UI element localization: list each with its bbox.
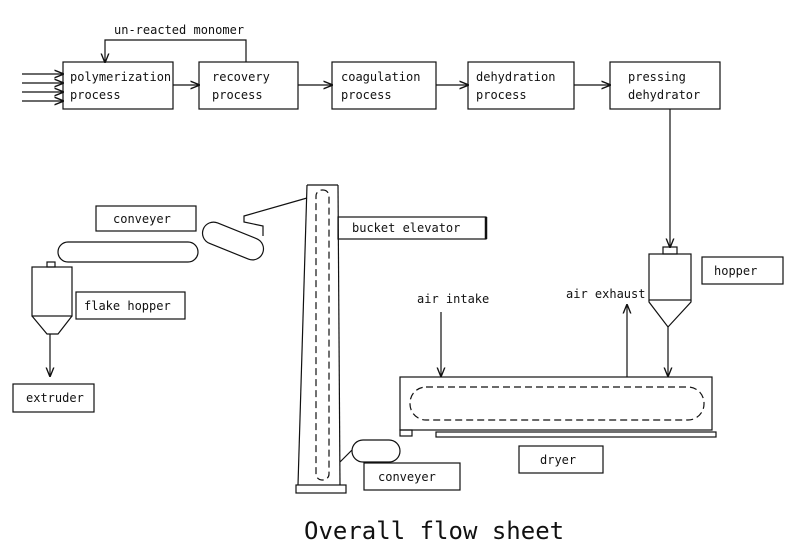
- hopper-label: hopper: [714, 264, 757, 278]
- coagulation-label-2: process: [341, 88, 392, 102]
- bottom-conveyer: [351, 439, 401, 463]
- bottom-conveyer-label-box: conveyer: [363, 462, 461, 491]
- dryer-label: dryer: [540, 453, 576, 467]
- dehydration-label-2: process: [476, 88, 527, 102]
- air-exhaust: air exhaust: [566, 287, 645, 377]
- polymerization-label-1: polymerization: [70, 70, 171, 84]
- flake-hopper-label-box: flake hopper: [75, 291, 186, 320]
- top-conveyer-label: conveyer: [113, 212, 171, 226]
- hopper-vessel: [648, 246, 692, 376]
- pressing-dehydrator-box: pressing dehydrator: [609, 61, 721, 110]
- bottom-conveyer-label: conveyer: [378, 470, 436, 484]
- dryer-label-box: dryer: [518, 445, 604, 474]
- flake-hopper-vessel: [31, 261, 73, 376]
- air-exhaust-label: air exhaust: [566, 287, 645, 301]
- extruder-box: extruder: [12, 383, 95, 413]
- bucket-elevator: [243, 184, 353, 494]
- polymerization-process-box: polymerization process: [62, 61, 174, 110]
- extruder-label: extruder: [26, 391, 84, 405]
- unreacted-monomer-recycle-line: un-reacted monomer: [105, 23, 247, 62]
- air-intake-label: air intake: [417, 292, 489, 306]
- dehydration-process-box: dehydration process: [467, 61, 575, 110]
- input-arrows: [22, 74, 63, 101]
- polymerization-label-2: process: [70, 88, 121, 102]
- flake-hopper-label: flake hopper: [84, 299, 171, 313]
- pressing-label-1: pressing: [628, 70, 686, 84]
- bucket-elevator-label-box: bucket elevator: [337, 216, 488, 240]
- pressing-label-2: dehydrator: [628, 88, 700, 102]
- recovery-process-box: recovery process: [198, 61, 299, 110]
- air-intake: air intake: [417, 292, 489, 376]
- coagulation-process-box: coagulation process: [331, 61, 437, 110]
- top-conveyer-label-box: conveyer: [95, 205, 197, 232]
- coagulation-label-1: coagulation: [341, 70, 420, 84]
- unreacted-monomer-label: un-reacted monomer: [114, 23, 244, 37]
- recovery-label-1: recovery: [212, 70, 270, 84]
- dryer-unit: [399, 376, 717, 438]
- dehydration-label-1: dehydration: [476, 70, 555, 84]
- bucket-elevator-label: bucket elevator: [352, 221, 460, 235]
- recovery-label-2: process: [212, 88, 263, 102]
- diagram-title: Overall flow sheet: [304, 517, 564, 545]
- top-conveyers: [57, 221, 265, 263]
- hopper-label-box: hopper: [701, 256, 784, 285]
